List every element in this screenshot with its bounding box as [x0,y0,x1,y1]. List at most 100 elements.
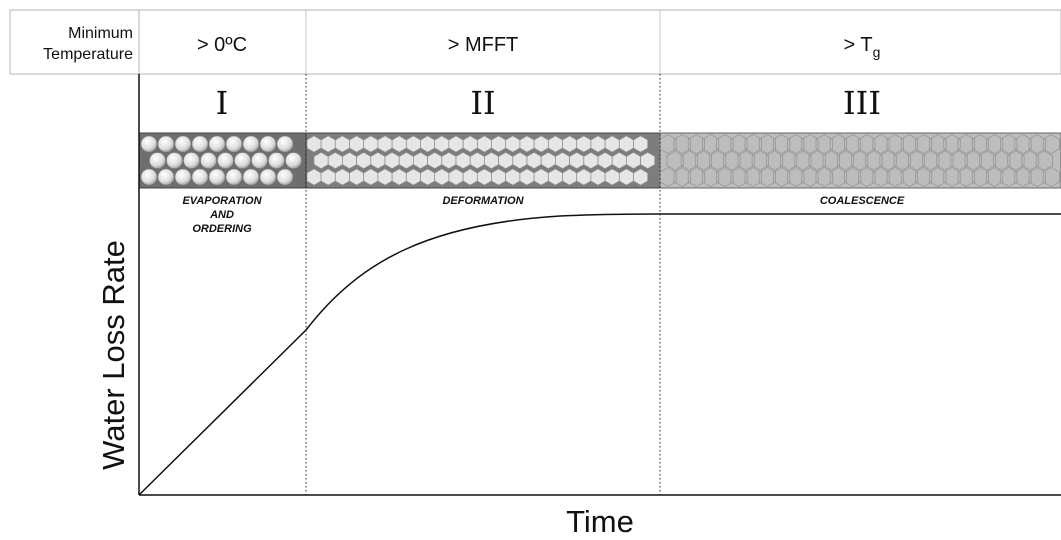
sphere-particle [242,168,260,186]
temp-stage-3-sub: g [873,44,881,60]
coalesced-cell [971,167,989,187]
coalesced-cell [858,167,876,187]
coalesced-cell [886,134,904,154]
coalesced-cell [922,150,940,171]
coalesced-cell [744,134,762,154]
coalesced-cell [836,150,855,171]
stage3-label: COALESCENCE [820,195,905,207]
coalesced-cell [851,150,869,171]
coalesced-cell [1014,167,1032,187]
coalesced-cell [773,167,791,187]
coalesced-cell [893,150,911,171]
coalesced-cell [829,134,847,154]
stage-numeral-3: III [843,84,881,122]
coalesced-cell [993,150,1011,171]
coalesced-cell [673,134,691,154]
coalesced-cell [702,134,720,154]
sphere-particle [259,168,277,186]
coalesced-cell [844,167,862,187]
sphere-particle [157,168,175,186]
coalesced-cell [751,150,769,171]
sphere-particle [174,135,192,153]
coalesced-cell [915,134,933,154]
temp-stage-3-main: > T [844,34,873,56]
coalesced-cell [694,150,713,171]
coalesced-cell [865,150,883,171]
coalesced-cell [709,150,727,171]
coalesced-cell [808,150,826,171]
row-label-line2: Temperature [43,46,133,63]
sphere-particle [234,152,251,169]
sphere-particle [200,152,217,169]
sphere-particle [191,168,209,186]
coalesced-cell [936,150,954,171]
coalesced-cell [872,167,890,187]
y-axis-label: Water Loss Rate [96,240,131,470]
stage2-label: DEFORMATION [442,195,524,207]
coalesced-cell [794,150,812,171]
coalesced-cell [844,134,862,154]
sphere-particle [208,135,226,153]
coalesced-cell [787,167,805,187]
coalesced-cell [666,150,684,171]
coalesced-cell [822,150,840,171]
coalesced-cell [716,134,734,154]
sphere-particle [276,135,294,153]
sphere-particle [225,135,243,153]
stage3-coalesced-mesh [659,134,1060,187]
coalesced-cell [929,134,947,154]
coalesced-cell [900,134,918,154]
x-axis-label: Time [566,504,634,539]
coalesced-cell [858,134,876,154]
coalesced-cell [1007,150,1025,171]
coalesced-cell [1028,167,1046,187]
stage-numeral-1: I [216,84,229,122]
particle-bands [138,132,1061,189]
sphere-particle [149,152,166,169]
coalesced-cell [673,167,691,187]
coalesced-cell [900,167,918,187]
sphere-particle [166,152,183,169]
temperature-header-row: Minimum Temperature > 0ºC > MFFT > Tg [9,9,1061,75]
coalesced-cell [1042,134,1060,154]
coalesced-cell [744,167,762,187]
coalesced-cell [1000,167,1018,187]
sphere-particle [285,152,302,169]
stage2-hexagons [306,135,656,186]
coalesced-cell [929,167,947,187]
sphere-particle [276,168,294,186]
coalesced-cell [986,167,1004,187]
coalesced-cell [758,134,776,154]
coalesced-cell [829,167,847,187]
coalesced-cell [680,150,698,171]
coalesced-cell [957,167,975,187]
sphere-particle [140,135,158,153]
coalesced-cell [801,134,819,154]
coalesced-cell [1035,150,1053,171]
sphere-particle [268,152,285,169]
coalesced-cell [687,134,705,154]
coalesced-cell [773,134,791,154]
sphere-particle [157,135,175,153]
coalesced-cell [1014,134,1032,154]
coalesced-cell [907,150,926,171]
coalesced-cell [915,167,933,187]
hexagon-particle [640,151,656,170]
coalesced-cell [978,150,997,171]
sphere-particle [225,168,243,186]
sphere-particle [217,152,234,169]
coalesced-cell [730,134,748,154]
coalesced-cell [758,167,776,187]
sphere-particle [208,168,226,186]
coalesced-cell [702,167,720,187]
coalesced-cell [964,150,982,171]
coalesced-cell [1000,134,1018,154]
coalesced-cell [780,150,798,171]
coalesced-cell [971,134,989,154]
sphere-particle [251,152,268,169]
coalesced-cell [737,150,755,171]
temp-stage-3: > Tg [844,34,881,60]
coalesced-cell [943,167,961,187]
temp-stage-1: > 0ºC [197,34,247,56]
